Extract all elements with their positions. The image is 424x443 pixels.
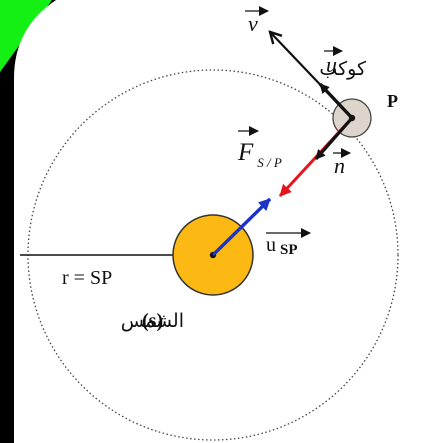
sun-symbol-label: (s) <box>142 310 163 332</box>
tangent-unit-vector <box>318 82 354 120</box>
force-label: F S / P <box>237 139 282 170</box>
normal-unit-label: n <box>334 153 345 178</box>
force-subscript: S / P <box>257 155 282 170</box>
unit-sp-label: u SP <box>266 234 298 258</box>
planet-point-label: P <box>387 91 398 111</box>
radius-label: r = SP <box>62 267 112 289</box>
unit-sp-symbol: u <box>266 234 276 256</box>
tangent-unit-label: u <box>326 52 337 77</box>
unit-sp-subscript: SP <box>280 242 298 258</box>
force-symbol: F <box>237 139 254 166</box>
planet-label: كوكب <box>319 58 367 80</box>
normal-unit-vector <box>314 116 354 161</box>
unit-sp-vector <box>211 197 272 257</box>
sun-label: الشمس <box>121 310 184 332</box>
velocity-label: v <box>248 11 258 36</box>
